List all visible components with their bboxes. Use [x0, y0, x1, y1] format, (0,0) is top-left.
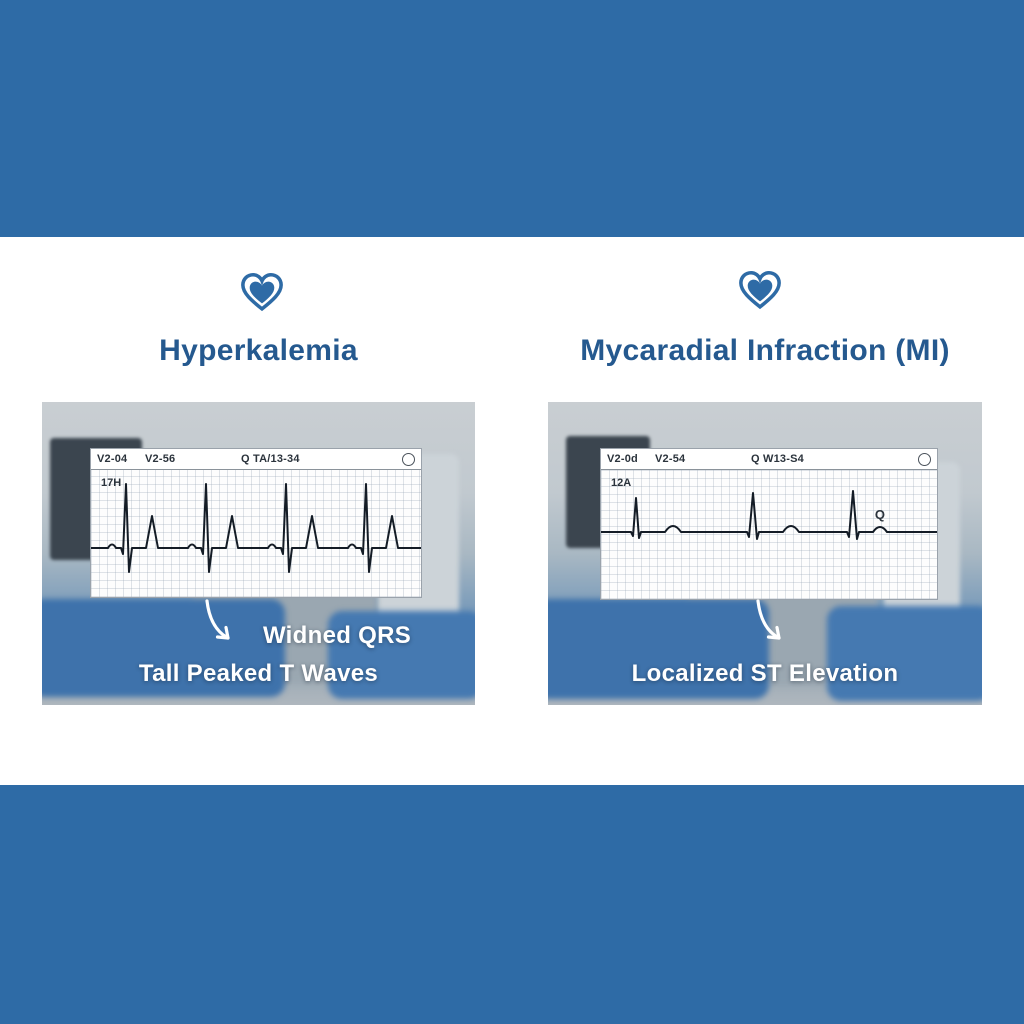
curved-arrow-icon — [756, 599, 781, 640]
lead-label: Q TA/13-34 — [241, 453, 300, 465]
heart-icon — [738, 270, 782, 316]
ecg-strip: V2-0d V2-54 Q W13-S4 12A Q — [600, 448, 938, 600]
panel-title: Mycaradial Infraction (MI) — [580, 334, 950, 367]
lead-label: Q W13-S4 — [751, 453, 804, 465]
lead-label: V2-56 — [145, 453, 176, 465]
lead-label: V2-54 — [655, 453, 686, 465]
bed-shape-right — [827, 606, 982, 701]
ecg-strip: V2-04 V2-56 Q TA/13-34 17H — [90, 448, 422, 598]
bed-shape — [42, 599, 285, 697]
panel-title: Hyperkalemia — [159, 334, 358, 367]
q-wave-label: Q — [874, 507, 885, 522]
ecg-photo: V2-04 V2-56 Q TA/13-34 17H Widned QRS Ta… — [42, 402, 475, 705]
annotation-st-elevation: Localized ST Elevation — [631, 660, 899, 687]
lead-label: V2-04 — [97, 453, 128, 465]
record-circle-icon — [402, 453, 415, 466]
record-circle-icon — [918, 453, 931, 466]
annotation-tall-peaked-t: Tall Peaked T Waves — [138, 660, 379, 687]
ecg-trace — [91, 483, 421, 573]
strip-corner-label: 17H — [101, 477, 122, 489]
lead-label: V2-0d — [607, 453, 638, 465]
strip-corner-label: 12A — [611, 477, 632, 489]
ecg-strip-header: V2-04 V2-56 Q TA/13-34 — [91, 449, 421, 470]
ecg-photo: V2-0d V2-54 Q W13-S4 12A Q Localized ST … — [548, 402, 982, 705]
annotation-widened-qrs: Widned QRS — [262, 622, 412, 649]
heart-icon — [240, 272, 284, 318]
bed-shape-right — [328, 611, 475, 699]
ecg-strip-header: V2-0d V2-54 Q W13-S4 — [601, 449, 937, 470]
curved-arrow-icon — [205, 599, 230, 640]
ecg-trace — [601, 490, 937, 540]
bed-shape — [548, 599, 769, 699]
